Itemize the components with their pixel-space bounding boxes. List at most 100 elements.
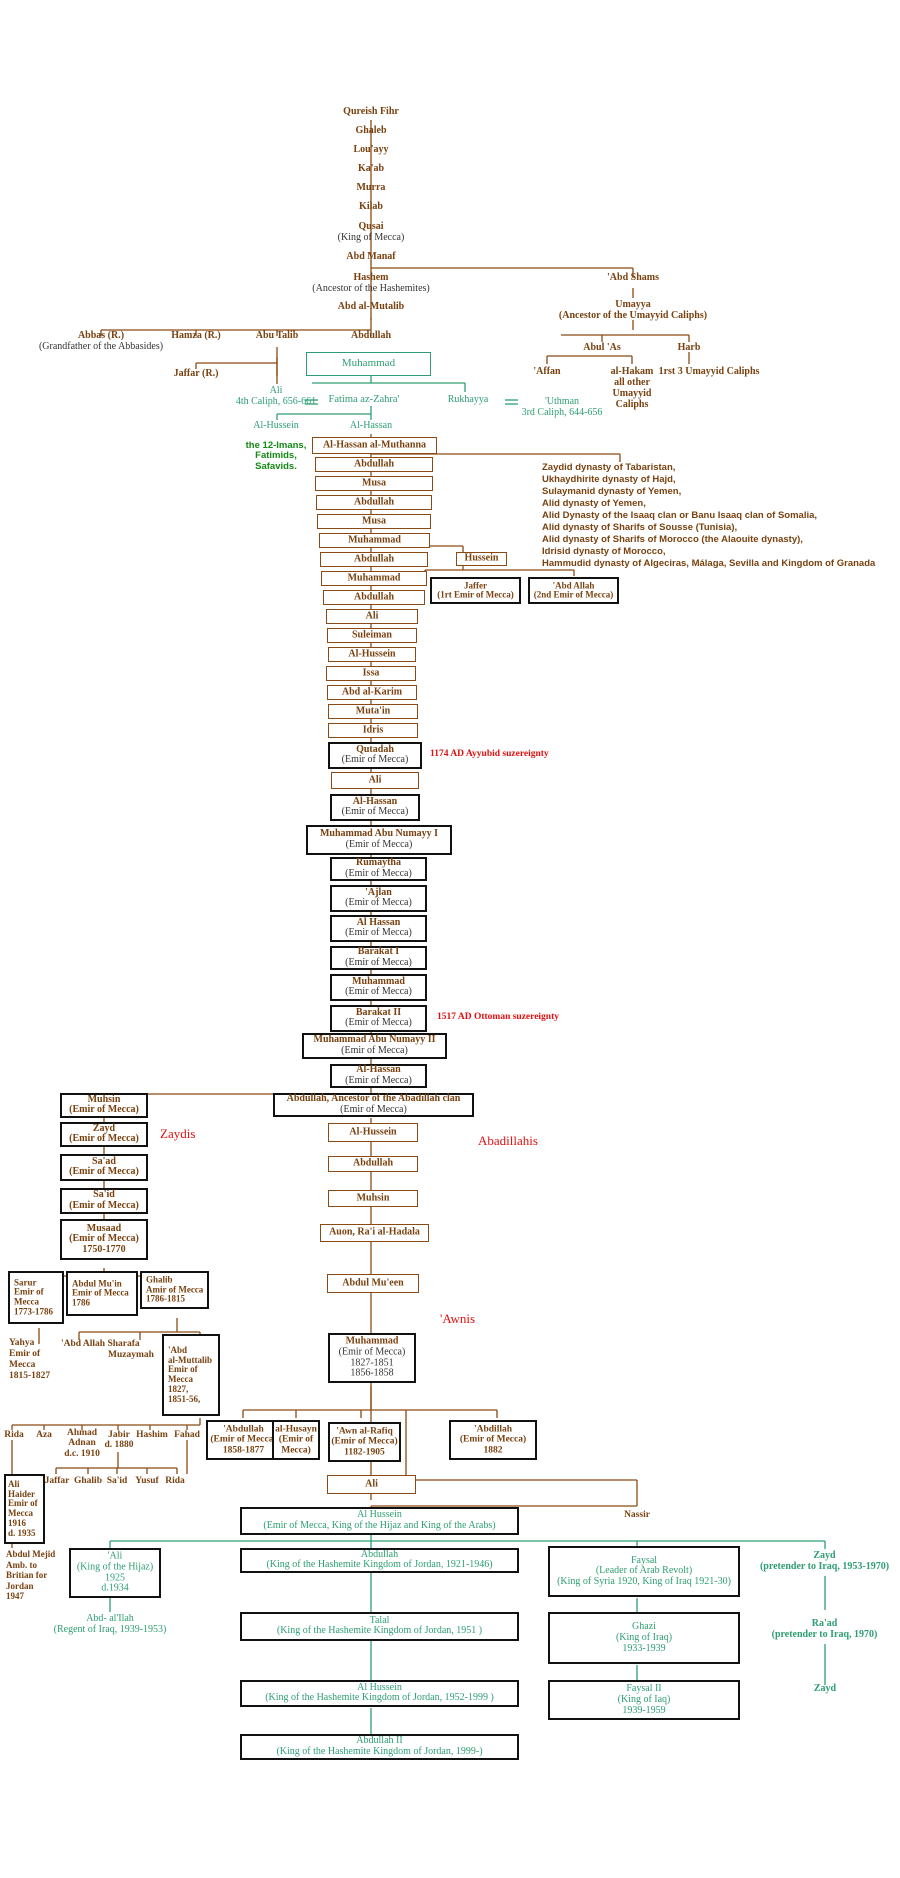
talal-name: Talal [369, 1614, 390, 1626]
barakat-2-name: Barakat II [355, 1006, 402, 1018]
imams-line: the 12-Imans, [245, 440, 307, 451]
lineage-box: Suleiman [327, 628, 417, 643]
qusai-node: Qusai(King of Mecca) [311, 221, 431, 243]
zayd-emir-title: (Emir of Mecca) [69, 1133, 139, 1145]
abd-muttalib-line: 'Abd [168, 1344, 188, 1355]
uthman-title: 3rd Caliph, 644-656 [521, 407, 603, 418]
zayd-last-node: Zayd [813, 1683, 837, 1694]
said-node: Sa'id [106, 1476, 128, 1486]
barakat-2-title: (Emir of Mecca) [345, 1017, 412, 1029]
jabir-line: d. 1880 [104, 1440, 134, 1451]
abd-allah-emir-name: 'Abd Allah [552, 579, 595, 590]
lineage-box: Abdullah [328, 1156, 418, 1172]
muhammad-awn-title: (Emir of Mecca) [338, 1346, 406, 1358]
abd-muttalib-line: 1827, [168, 1383, 189, 1394]
lineage-box: Al-Hussein [328, 1123, 418, 1142]
abu-numayy-2-title: (Emir of Mecca) [341, 1045, 408, 1056]
rumaytha-box: Rumaytha(Emir of Mecca) [330, 857, 427, 881]
abdul-muin-line: 1786 [72, 1297, 90, 1308]
lineage-box: Muhsin [328, 1190, 418, 1207]
rida-node: Rida [4, 1430, 24, 1440]
abd-allah-emir-box: 'Abd Allah(2nd Emir of Mecca) [528, 577, 619, 604]
hashem-name: Hashem [353, 272, 389, 283]
ali-hijaz-title: (King of the Hijaz) [76, 1561, 154, 1573]
abd-muttalib-line: Emir of [168, 1364, 198, 1375]
barakat-1-box: Barakat I(Emir of Mecca) [330, 946, 427, 970]
muzaymah-node: Muzaymah [108, 1350, 154, 1360]
al-hassan-emir-title: (Emir of Mecca) [341, 806, 409, 818]
sarur-line: Mecca [14, 1296, 39, 1307]
jaffar-node: Jaffar [44, 1476, 70, 1486]
lineage-name: Suleiman [351, 629, 392, 641]
muhsin-emir-title: (Emir of Mecca) [69, 1104, 139, 1116]
zayd-emir-name: Zayd [92, 1122, 116, 1134]
muhammad-awn-years: 1856-1858 [350, 1367, 394, 1379]
ghazi-title: (King of Iraq) [615, 1631, 673, 1643]
abu-talib-node: Abu Talib [255, 330, 299, 341]
abdullah-jordan-name: Abdullah [360, 1548, 399, 1560]
abdullah-1858-box: 'Abdullah(Emir of Mecca)1858-1877 [206, 1420, 281, 1460]
rumaytha-label: Rumaytha(Emir of Mecca) [332, 857, 425, 880]
ghazi-label: Ghazi(King of Iraq)1933-1939 [550, 1621, 738, 1654]
al-hassan-2-box: Al Hassan(Emir of Mecca) [330, 915, 427, 942]
al-hussein-king-box: Al Hussein(Emir of Mecca, King of the Hi… [240, 1507, 519, 1535]
lineage-name: Muta'in [355, 705, 391, 717]
abdillah-1882-name: 'Abdillah [473, 1424, 513, 1435]
abdul-mejid-line: Abdul Mejid [6, 1549, 56, 1559]
lineage-box: Abd al-Karim [327, 685, 417, 700]
abd-muttalib-line: al-Muttalib [168, 1354, 212, 1365]
ancestor-name: Lou'ayy [353, 144, 389, 155]
al-hakam-title: all other Umayyid Caliphs [612, 377, 652, 410]
raad-node: Ra'ad(pretender to Iraq, 1970) [757, 1618, 892, 1640]
al-husayn-title: (Emir of [278, 1434, 314, 1445]
abu-numayy-1-box: Muhammad Abu Numayy I(Emir of Mecca) [306, 825, 452, 855]
sarur-line: 1773-1786 [14, 1306, 53, 1317]
awn-rafiq-box: 'Awn al-Rafiq(Emir of Mecca)1182-1905 [328, 1422, 401, 1462]
abdullah-ii-label: Abdullah II(King of the Hashemite Kingdo… [242, 1735, 517, 1758]
al-hassan-2-label: Al Hassan(Emir of Mecca) [332, 917, 425, 940]
abu-numayy-2-box: Muhammad Abu Numayy II(Emir of Mecca) [302, 1033, 447, 1059]
abdullah-ii-name: Abdullah II [356, 1735, 403, 1747]
ali-caliph-name: Ali [269, 385, 283, 396]
abdullah-jordan-title: (King of the Hashemite Kingdom of Jordan… [266, 1559, 493, 1571]
lineage-name: Abdullah [353, 458, 395, 470]
muhammad-prophet-box: Muhammad [306, 352, 431, 376]
lineage-box: Abdullah [323, 590, 425, 605]
abu-numayy-2-label: Muhammad Abu Numayy II(Emir of Mecca) [304, 1034, 445, 1057]
hashem-title: (Ancestor of the Hashemites) [312, 283, 430, 294]
talal-label: Talal(King of the Hashemite Kingdom of J… [242, 1614, 517, 1638]
lineage-name: Idris [362, 724, 384, 736]
ali-box: Ali [331, 772, 419, 789]
muhammad-emir-name: Muhammad [352, 975, 405, 987]
ali-center-box: Ali [327, 1475, 416, 1494]
qutadah-box: Qutadah(Emir of Mecca) [328, 742, 422, 769]
dynasty-item: Idrisid dynasty of Morocco, [542, 546, 666, 557]
musaad-title: (Emir of Mecca) [69, 1233, 139, 1245]
ancestor-name: Ka'ab [357, 163, 385, 174]
lineage-name: Issa [362, 667, 380, 679]
hussein-jordan-label: Al Hussein(King of the Hashemite Kingdom… [242, 1682, 517, 1705]
yusuf-node: Yusuf [135, 1476, 159, 1486]
faysal-ii-label: Faysal II(King of Iaq)1939-1959 [550, 1683, 738, 1716]
musaad-name: Musaad [86, 1222, 122, 1234]
ali-caliph-title: 4th Caliph, 656-661 [235, 396, 317, 407]
lineage-box: Musa [315, 476, 433, 491]
abdillah-1882-box: 'Abdillah(Emir of Mecca)1882 [449, 1420, 537, 1460]
lineage-box: Muhammad [321, 571, 427, 586]
ayyubid-note: 1174 AD Ayyubid suzereignty [430, 749, 549, 759]
dynasty-item: Alid dynasty of Sharifs of Sousse (Tunis… [542, 522, 738, 533]
qutadah-title: (Emir of Mecca) [341, 754, 409, 766]
fatima-node: Fatima az-Zahra' [328, 394, 400, 405]
lineage-name: Abdullah [353, 496, 395, 508]
dynasty-item: Ukhaydhirite dynasty of Hajd, [542, 474, 676, 485]
muhsin-emir-name: Muhsin [87, 1093, 121, 1105]
lineage-name: Al-Hussein [348, 648, 396, 660]
abu-numayy-2-name: Muhammad Abu Numayy II [313, 1034, 436, 1046]
al-hassan-emir-label: Al-Hassan(Emir of Mecca) [332, 796, 418, 819]
ancestor-name: Murra [356, 182, 386, 193]
awn-rafiq-name: 'Awn al-Rafiq [336, 1426, 393, 1437]
